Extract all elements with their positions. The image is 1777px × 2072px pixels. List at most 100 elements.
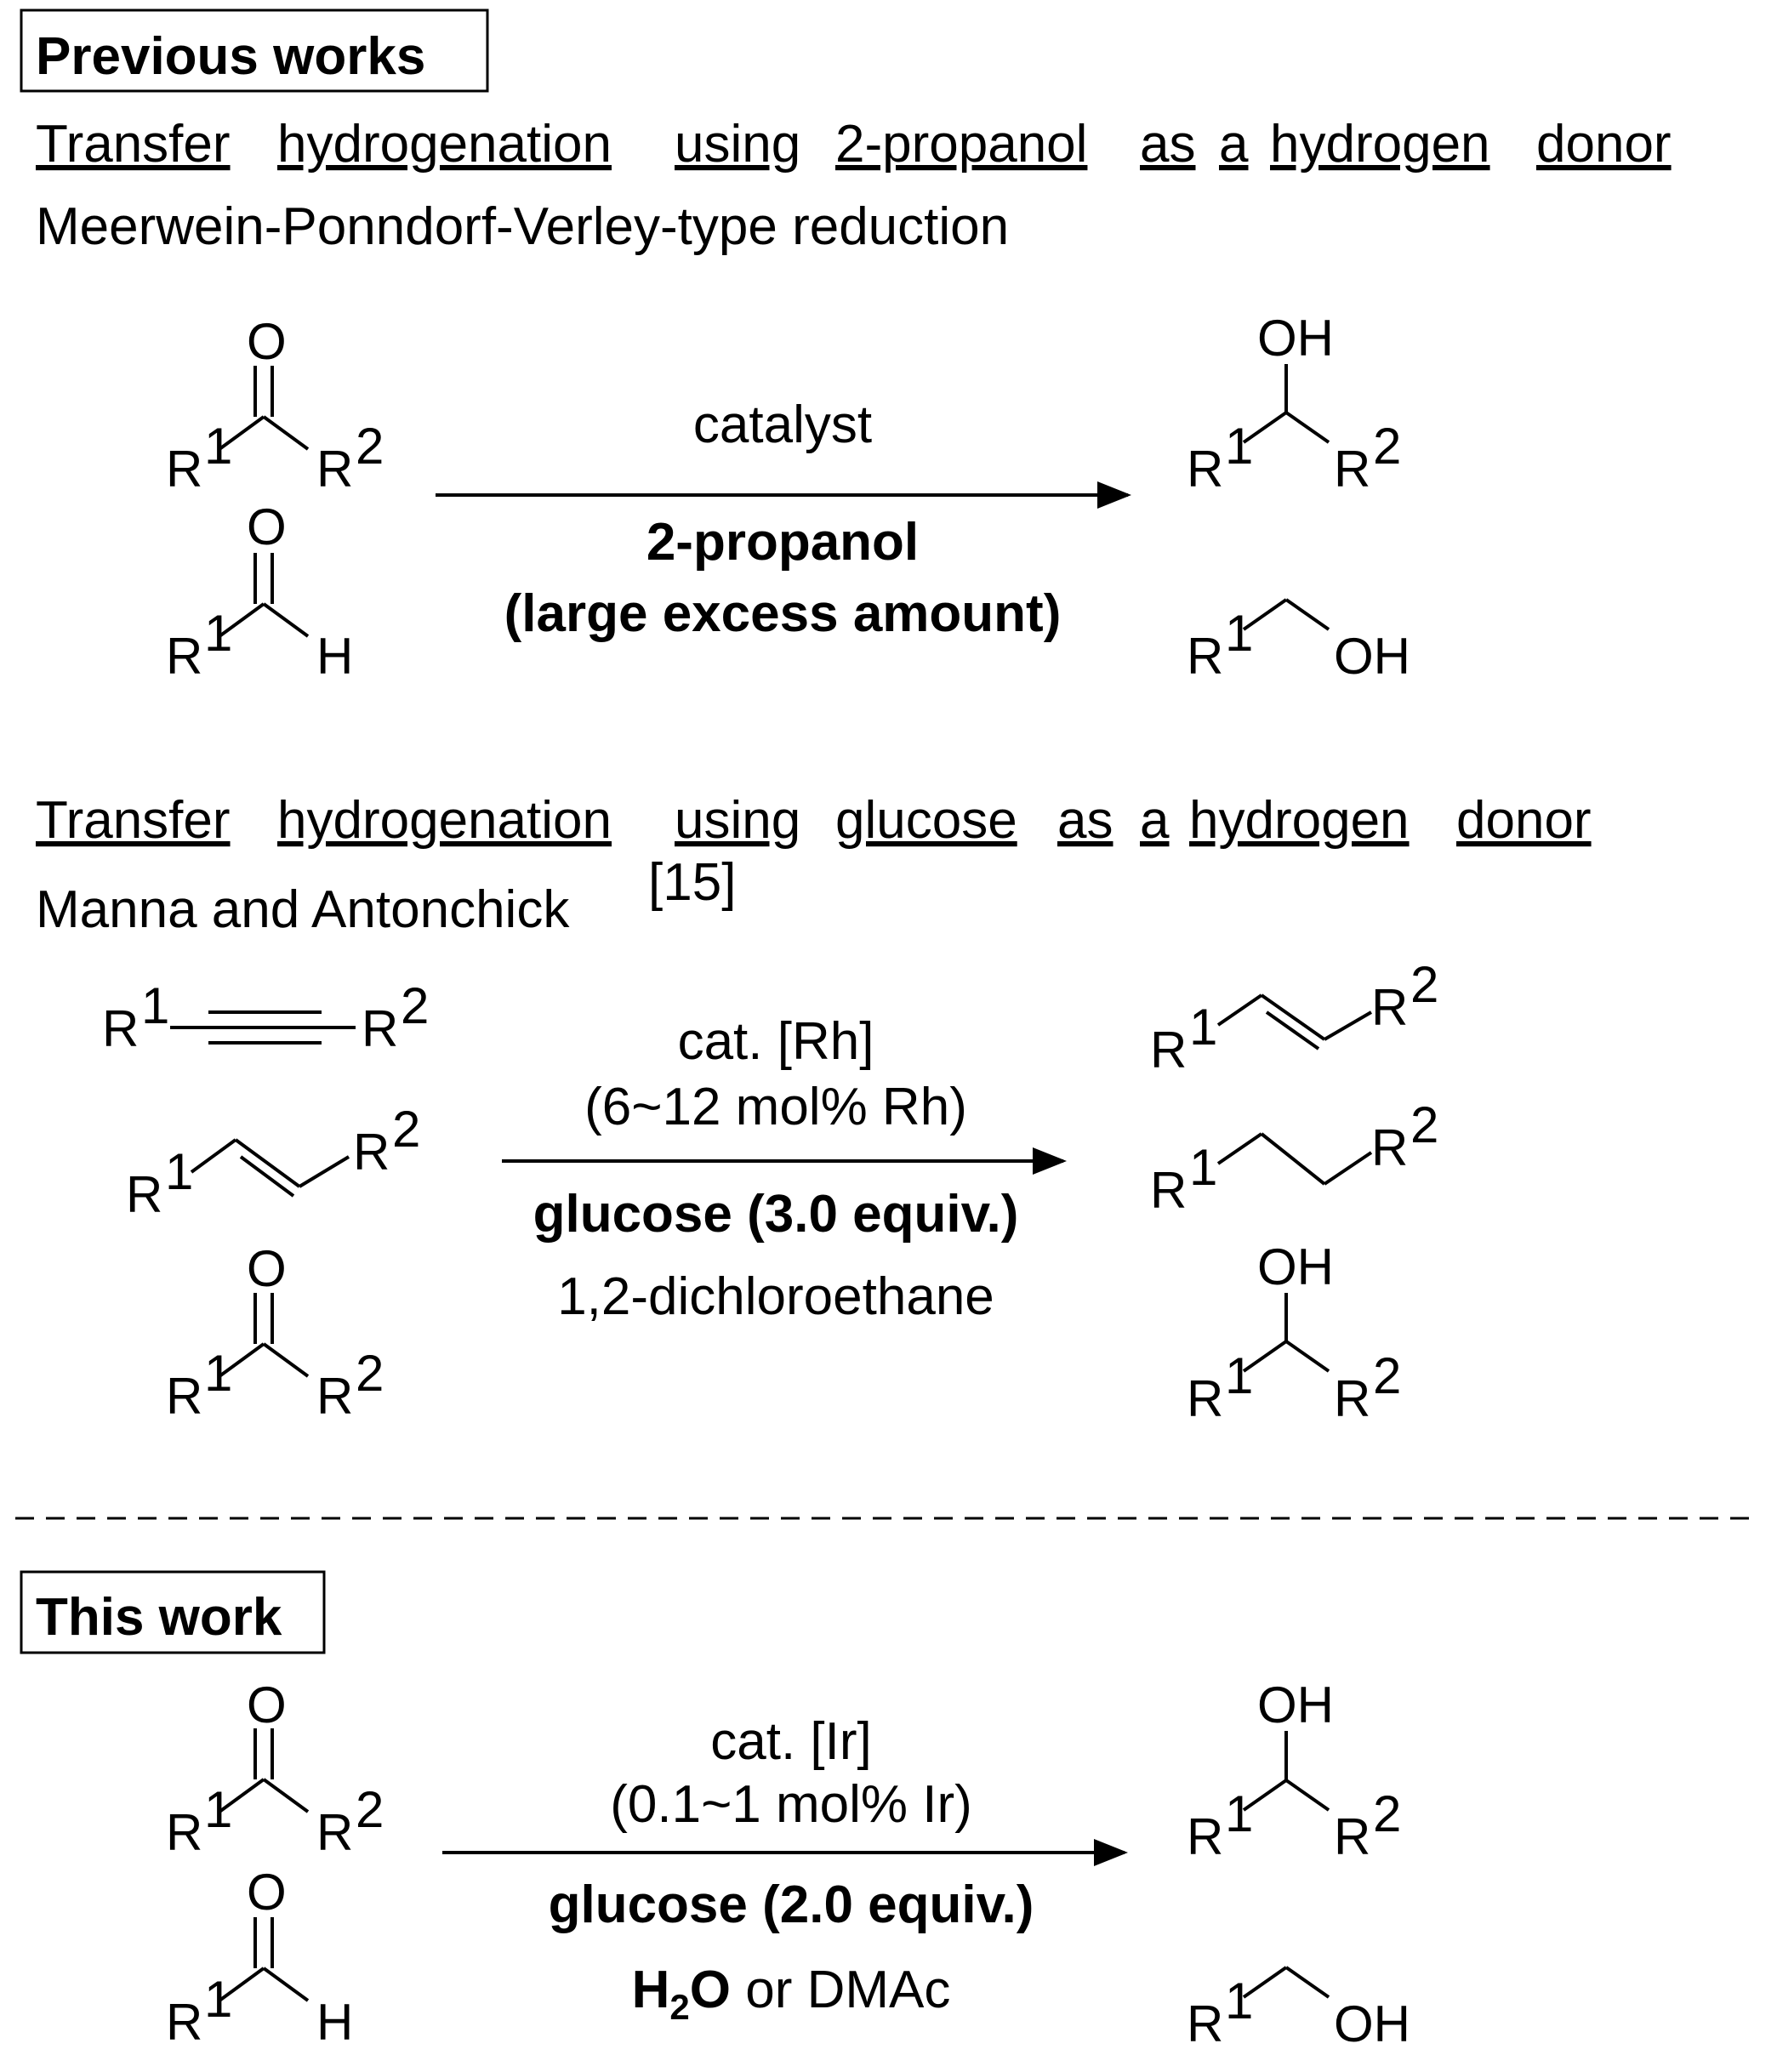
p1-R2-sup: 2	[1373, 418, 1401, 475]
a3-O: O	[247, 1864, 287, 1921]
s1-word-5: as	[1140, 115, 1195, 174]
p1b-OH: OH	[1334, 628, 1410, 685]
this-work-label: This work	[36, 1588, 282, 1647]
k1-R2-sup: 2	[356, 418, 384, 475]
p3-R2-sup: 2	[1373, 1785, 1401, 1842]
a1-H: H	[316, 628, 353, 685]
aldehyde-reactant-3	[218, 1917, 310, 2002]
s2-subheading: Manna and Antonchick	[36, 880, 570, 939]
aldehyde-reactant-1	[218, 553, 310, 638]
this-work-box	[20, 1570, 326, 1654]
s2-word-7: hydrogen	[1189, 791, 1410, 850]
p1b-R1-sup: 1	[1225, 605, 1253, 662]
s1-word-3: using	[675, 115, 800, 174]
reagent-2-propanol: 2-propanol	[646, 513, 919, 572]
p2-R2-sup: 2	[1373, 1347, 1401, 1404]
k3-R2: R	[316, 1804, 353, 1861]
s2-word-6: a	[1140, 791, 1170, 850]
p2-R1: R	[1187, 1370, 1223, 1427]
p3-R1-sup: 1	[1225, 1785, 1253, 1842]
a1-R1: R	[166, 628, 202, 685]
a3-H: H	[316, 1994, 353, 2051]
k3-R1-sup: 1	[204, 1781, 232, 1838]
pe-R1-sup: 1	[1189, 999, 1217, 1056]
p1b-R1: R	[1187, 628, 1223, 685]
s1-word-2: hydrogenation	[277, 115, 612, 174]
cond3-catalyst: cat. [Ir]	[710, 1712, 871, 1771]
p3b-R1-sup: 1	[1225, 1972, 1253, 2029]
cond3-glucose: glucose (2.0 equiv.)	[549, 1876, 1034, 1934]
reagent-excess: (large excess amount)	[504, 584, 1062, 643]
reagent-catalyst: catalyst	[693, 396, 872, 454]
s2-word-2: hydrogenation	[277, 791, 612, 850]
prim-alcohol-product-1	[1242, 598, 1330, 631]
k1-R1: R	[166, 441, 202, 498]
p3b-OH: OH	[1334, 1995, 1410, 2052]
s1-word-8: donor	[1536, 115, 1672, 174]
pa-R2: R	[1371, 1119, 1408, 1176]
pa-R1: R	[1150, 1162, 1187, 1219]
pa-R1-sup: 1	[1189, 1139, 1217, 1196]
s2-word-8: donor	[1456, 791, 1592, 850]
cond3-loading: (0.1~1 mol% Ir)	[610, 1775, 972, 1834]
pe-R2-sup: 2	[1410, 956, 1438, 1013]
ketone-reactant-3	[218, 1728, 310, 1813]
s2-word-3: using	[675, 791, 800, 850]
ketone-reactant-1	[218, 366, 310, 451]
cond2-loading: (6~12 mol% Rh)	[584, 1078, 967, 1136]
alkene-product	[1216, 993, 1373, 1050]
pe-R2: R	[1371, 979, 1408, 1036]
p3b-R1: R	[1187, 1995, 1223, 2052]
p2-R2: R	[1334, 1370, 1370, 1427]
ene-R1: R	[126, 1166, 162, 1223]
ketone-reactant-2	[218, 1293, 310, 1378]
yne-R1-sup: 1	[141, 977, 169, 1034]
a1-O: O	[247, 498, 287, 555]
s1-subheading: Meerwein-Ponndorf-Verley-type reduction	[36, 197, 1009, 256]
pe-R1: R	[1150, 1022, 1187, 1079]
a3-R1: R	[166, 1994, 202, 2051]
ene-R2-sup: 2	[392, 1101, 420, 1158]
section1-heading: Transfer hydrogenation using 2-propanol …	[36, 115, 1672, 174]
yne-R1: R	[102, 1000, 139, 1057]
s2-word-5: as	[1057, 791, 1113, 850]
k1-R1-sup: 1	[204, 418, 232, 475]
p1-R2: R	[1334, 441, 1370, 498]
k1-O: O	[247, 313, 287, 370]
a3-R1-sup: 1	[204, 1971, 232, 2028]
yne-R2-sup: 2	[401, 977, 429, 1034]
k3-R2-sup: 2	[356, 1781, 384, 1838]
cond3-solvent: H2O or DMAc	[632, 1961, 951, 2027]
yne-R2: R	[362, 1000, 398, 1057]
section2-heading: Transfer hydrogenation using glucose as …	[36, 791, 1592, 850]
sec-alcohol-product-3	[1242, 1731, 1330, 1812]
ene-R1-sup: 1	[165, 1143, 193, 1200]
s1-word-7: hydrogen	[1270, 115, 1490, 174]
cond2-glucose: glucose (3.0 equiv.)	[533, 1185, 1019, 1244]
s2-word-1: Transfer	[36, 791, 231, 850]
k1-R2: R	[316, 441, 353, 498]
k3-O: O	[247, 1676, 287, 1733]
pa-R2-sup: 2	[1410, 1096, 1438, 1153]
s2-word-4: glucose	[835, 791, 1017, 850]
cond2-solvent: 1,2-dichloroethane	[557, 1267, 994, 1326]
previous-works-label: Previous works	[36, 27, 425, 86]
ene-R2: R	[353, 1124, 390, 1181]
p2-OH: OH	[1257, 1238, 1334, 1295]
a1-R1-sup: 1	[204, 605, 232, 662]
k2-R2-sup: 2	[356, 1345, 384, 1402]
s1-word-6: a	[1219, 115, 1249, 174]
prim-alcohol-product-3	[1242, 1966, 1330, 1999]
previous-works-box	[20, 9, 489, 93]
p3-OH: OH	[1257, 1676, 1334, 1733]
p1-R1: R	[1187, 441, 1223, 498]
k2-R1-sup: 1	[204, 1345, 232, 1402]
alkane-product	[1216, 1132, 1373, 1186]
alkene-reactant	[190, 1138, 350, 1198]
p3-R2: R	[1334, 1808, 1370, 1865]
p2-R1-sup: 1	[1225, 1347, 1253, 1404]
k3-R1: R	[166, 1804, 202, 1861]
s1-word-1: Transfer	[36, 115, 231, 174]
p1-R1-sup: 1	[1225, 418, 1253, 475]
